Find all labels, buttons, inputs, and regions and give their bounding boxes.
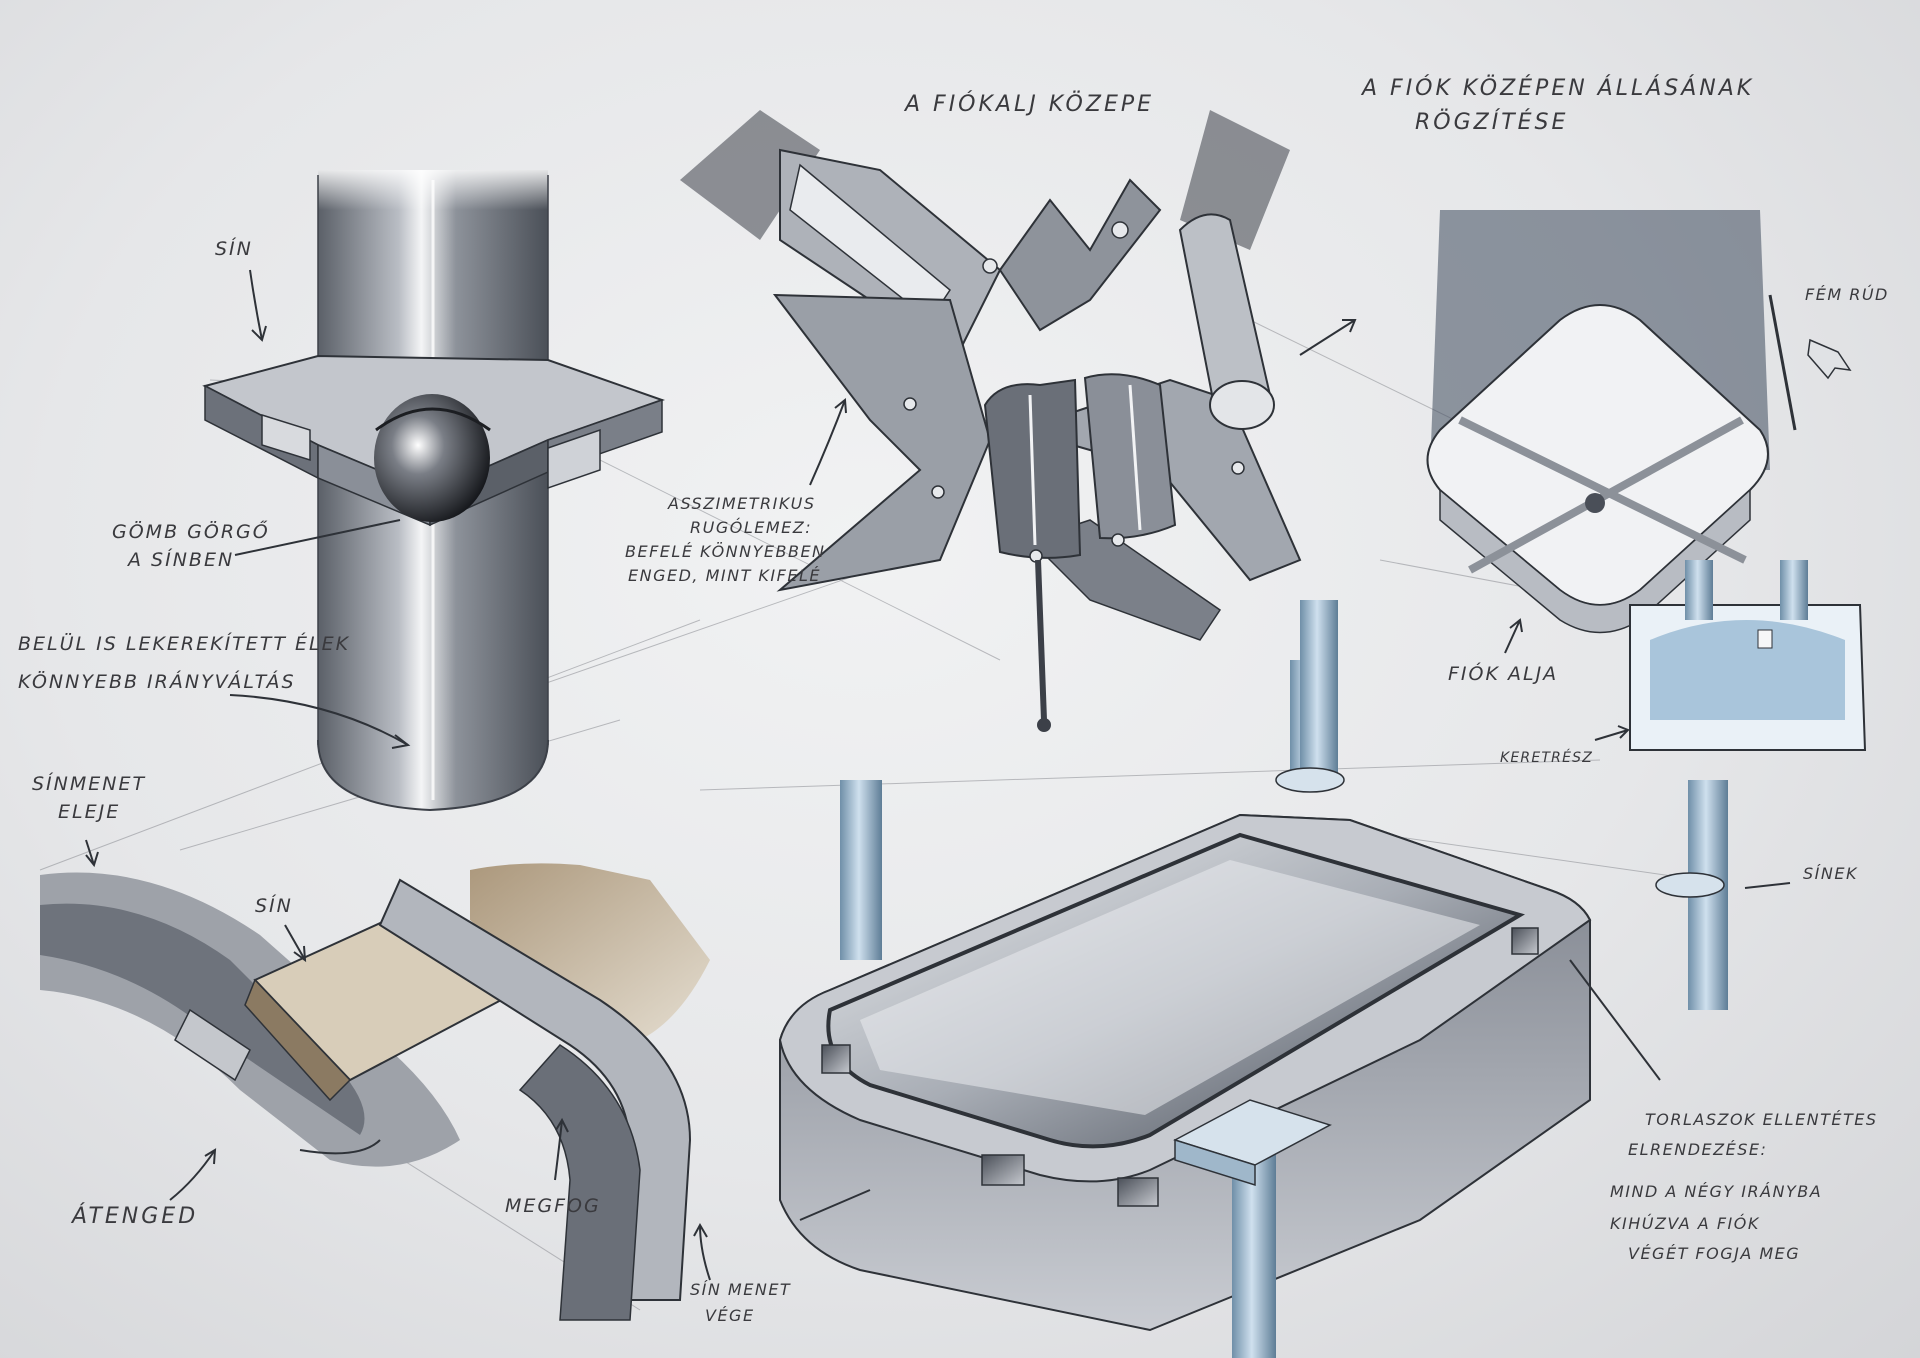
label-rails: SÍNEK (1803, 864, 1858, 883)
label-rounded-edges-line1: BELÜL IS LEKEREKÍTETT ÉLEK (18, 633, 351, 655)
drawer-tray-sketch (778, 600, 1728, 1358)
title-drawer-base-center: A FIÓKALJ KÖZEPE (905, 92, 1155, 117)
rail-end-sketch (40, 863, 710, 1321)
annotation-arrows (85, 269, 1791, 1281)
label-rail-end-line2: VÉGE (705, 1306, 755, 1325)
label-rail-end-line1: SÍN MENET (690, 1280, 792, 1299)
spring-plate-sketch (680, 110, 1302, 732)
label-all-directions-line2: KIHÚZVA A FIÓK (1610, 1214, 1760, 1233)
label-holds: MEGFOG (505, 1195, 601, 1217)
label-asymmetric-line4: ENGED, MINT KIFELÉ (628, 566, 821, 585)
label-all-directions-line1: MIND A NÉGY IRÁNYBA (1610, 1182, 1823, 1201)
label-rail-start-line2: ELEJE (58, 801, 121, 823)
label-asymmetric-line2: RUGÓLEMEZ: (690, 518, 813, 537)
label-drawer-bottom: FIÓK ALJA (1448, 663, 1559, 685)
label-ball-roller-line2: A SÍNBEN (128, 549, 235, 571)
label-metal-rod: FÉM RÚD (1805, 285, 1889, 304)
label-lets-through: ÁTENGED (72, 1204, 199, 1229)
title-center-fixing-line2: RÖGZÍTÉSE (1415, 110, 1569, 135)
label-asymmetric-line3: BEFELÉ KÖNNYEBBEN (625, 542, 826, 561)
label-asymmetric-line1: ASSZIMETRIKUS (668, 494, 816, 513)
label-rail-start-line1: SÍNMENET (32, 773, 147, 795)
drawer-base-sketch (1426, 210, 1867, 751)
label-rail-lower: SÍN (255, 895, 293, 917)
label-rounded-edges-line2: KÖNNYEBB IRÁNYVÁLTÁS (18, 671, 296, 693)
label-blocks-line2: ELRENDEZÉSE: (1628, 1140, 1768, 1159)
label-all-directions-line3: VÉGÉT FOGJA MEG (1628, 1244, 1801, 1263)
label-rail-top: SÍN (215, 238, 253, 260)
label-frame-part: KERETRÉSZ (1500, 750, 1594, 766)
rail-column-sketch (202, 170, 666, 812)
title-center-fixing-line1: A FIÓK KÖZÉPEN ÁLLÁSÁNAK (1362, 76, 1755, 101)
label-ball-roller-line1: GÖMB GÖRGŐ (112, 521, 270, 543)
label-blocks-line1: TORLASZOK ELLENTÉTES (1645, 1110, 1878, 1129)
